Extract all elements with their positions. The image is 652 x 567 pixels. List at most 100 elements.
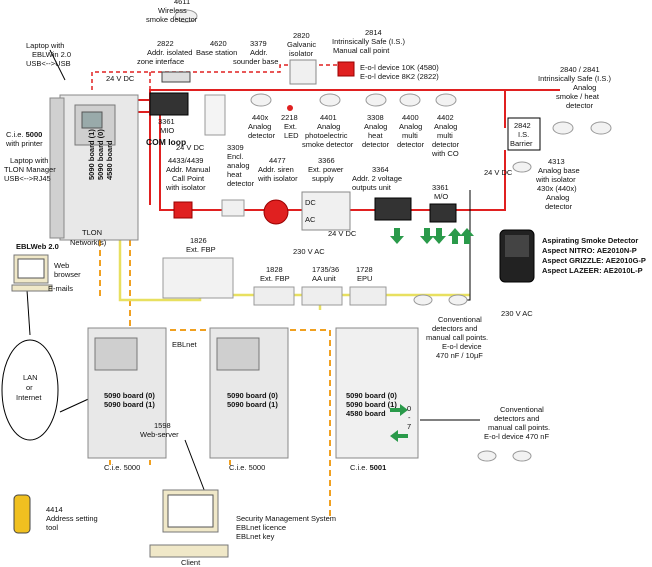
svg-text:with isolator: with isolator: [535, 175, 576, 184]
svg-text:Conventional: Conventional: [438, 315, 482, 324]
is-detector-a: [552, 121, 574, 135]
eblnet-label: EBLnet: [172, 340, 198, 349]
mio3361b-1: M/O: [434, 192, 448, 201]
sms-1: EBLnet licence: [236, 523, 286, 532]
hd3308-3: detector: [362, 140, 390, 149]
asd-title: Aspirating Smoke Detector: [542, 236, 638, 245]
tlon-label-0: TLON: [82, 228, 102, 237]
fbp1828-0: 1828: [266, 265, 283, 274]
lan-ellipse: [1, 339, 59, 441]
client-computer: [149, 489, 229, 558]
com-loop-label: COM loop: [146, 137, 186, 147]
v24-a: 24 V DC: [106, 74, 135, 83]
web-browser-1: browser: [54, 270, 81, 279]
cie-5000-b-cabinet: [209, 327, 289, 459]
svg-text:heat: heat: [227, 170, 243, 179]
isb2842-0: 2842: [514, 121, 531, 130]
laptop-tlon-label-1: TLON Manager: [4, 165, 56, 174]
board-c-1: 5090 board (1): [227, 400, 278, 409]
ext-fbp-1826: [162, 257, 234, 299]
bs4620-label-0: 4620: [210, 39, 227, 48]
asd-panel: [505, 235, 529, 257]
lan-1: or: [26, 383, 33, 392]
is-detector-b: [590, 121, 612, 135]
board-b-1: 5090 board (1): [104, 400, 155, 409]
ac-label: AC: [305, 215, 316, 224]
md4400-3: detector: [397, 140, 425, 149]
asd-lazeer: Aspect LAZEER: AE2010L-P: [542, 266, 643, 275]
co4402-3: detector: [432, 140, 460, 149]
aa1735-0: 1735/36: [312, 265, 339, 274]
ext-fbp-1828: [253, 286, 295, 306]
is2840-labels: 2840 / 2841 Intrinsically Safe (I.S.) An…: [538, 65, 611, 110]
aa-unit-1735: [301, 286, 343, 306]
svg-text:Analog: Analog: [573, 83, 596, 92]
svg-text:E-o-l device: E-o-l device: [442, 342, 482, 351]
asd-grizzle: Aspect GRIZZLE: AE2010G-P: [542, 256, 646, 265]
board-labels-a: 5090 board (1) 5090 board (0) 4580 board: [87, 129, 114, 180]
laptop-eblwin-label-0: Laptop with: [26, 41, 64, 50]
gi2820-label-0: 2820: [293, 31, 310, 40]
is2814-label-2: Manual call point: [333, 46, 390, 55]
ou-0: 3364: [372, 165, 389, 174]
is2814-label-1: Intrinsically Safe (I.S.): [332, 37, 405, 46]
web-browser-0: Web: [54, 261, 69, 270]
co4402-2: multi: [437, 131, 453, 140]
is-manual-call-point: [337, 61, 355, 77]
board-a-2: 4580 board: [105, 140, 114, 180]
svg-text:detector: detector: [545, 202, 573, 211]
svg-text:-: -: [408, 413, 411, 422]
svg-text:Analog: Analog: [546, 193, 569, 202]
tlon-label-1: Network(s): [70, 238, 107, 247]
siren-1: Addr. siren: [258, 165, 294, 174]
svg-text:470 nF / 10µF: 470 nF / 10µF: [436, 351, 483, 360]
svg-text:3309: 3309: [227, 143, 244, 152]
bs4620-label-1: Base station: [196, 48, 237, 57]
ws1598-1: Web-server: [140, 430, 179, 439]
svg-text:430x (440x): 430x (440x): [537, 184, 577, 193]
client-label: Client: [181, 558, 201, 567]
base-station-box: [204, 94, 226, 136]
svg-text:analog: analog: [227, 161, 250, 170]
fbp1828-1: Ext. FBP: [260, 274, 290, 283]
eol-label-1: E-o-l device 8K2 (2822): [360, 72, 439, 81]
svg-text:Conventional: Conventional: [500, 405, 544, 414]
svg-text:smoke / heat: smoke / heat: [556, 92, 600, 101]
svg-text:4313: 4313: [548, 157, 565, 166]
board-c-0: 5090 board (0): [227, 391, 278, 400]
siren-4477: [263, 199, 289, 225]
svg-text:manual call points.: manual call points.: [426, 333, 488, 342]
eps-0: 3366: [318, 156, 335, 165]
md4400-0: 4400: [402, 113, 419, 122]
svg-text:2840 / 2841: 2840 / 2841: [560, 65, 600, 74]
wireless-det-label-2: smoke detector: [146, 15, 198, 24]
z2822-label-2: zone interface: [137, 57, 184, 66]
ou-2: outputs unit: [352, 183, 392, 192]
fbp1826-1: Ext. FBP: [186, 245, 216, 254]
analog-base-4313: [512, 161, 532, 173]
isb2842-1: I.S.: [518, 130, 529, 139]
mcp4433-2: Call Point: [172, 174, 205, 183]
sb3379-label-0: 3379: [250, 39, 267, 48]
mcp4433-1: Addr. Manual: [166, 165, 211, 174]
isb2842-2: Barrier: [510, 139, 533, 148]
green-output-arrows: [390, 228, 474, 244]
siren-2: with isolator: [257, 174, 298, 183]
cie-5000-a-cabinet: [87, 327, 167, 459]
sb3379-label-1: Addr.: [250, 48, 268, 57]
ext-power-supply: [301, 191, 351, 231]
svg-text:4414: 4414: [46, 505, 63, 514]
svg-text:Ext.: Ext.: [284, 122, 297, 131]
mo-3361-box: [429, 203, 457, 223]
galvanic-isolator-box: [289, 59, 317, 85]
ps4401-3: smoke detector: [302, 140, 354, 149]
conv-detectors-2: Conventional detectors and manual call p…: [477, 405, 550, 462]
lan-2: Internet: [16, 393, 42, 402]
eblweb-computer: [11, 254, 53, 292]
svg-text:2218: 2218: [281, 113, 298, 122]
emails-label: E-mails: [48, 284, 73, 293]
cie-c-label: C.i.e. 5001: [350, 463, 386, 472]
asd-nitro: Aspect NITRO: AE2010N-P: [542, 246, 637, 255]
dc-label: DC: [305, 198, 316, 207]
